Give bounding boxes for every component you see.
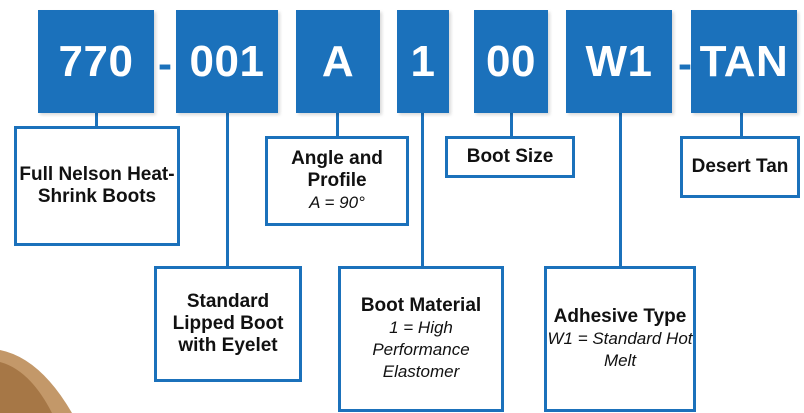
segment-tan: TAN (691, 10, 797, 113)
segment-00: 00 (474, 10, 548, 113)
segment-1: 1 (397, 10, 449, 113)
separator-dash-1: - (158, 40, 172, 87)
color-title: Desert Tan (691, 156, 789, 177)
connector-00 (510, 113, 513, 138)
style-title: Standard Lipped Boot with Eyelet (172, 291, 284, 356)
adhesive-description: Adhesive Type W1 = Standard Hot Melt (544, 266, 696, 412)
connector-tan (740, 113, 743, 138)
adhesive-value: W1 = Standard Hot Melt (547, 329, 693, 370)
separator-dash-2: - (678, 40, 692, 87)
material-description: Boot Material 1 = High Performance Elast… (338, 266, 504, 412)
angle-description: Angle and Profile A = 90° (265, 136, 409, 226)
style-description: Standard Lipped Boot with Eyelet (154, 266, 302, 382)
connector-w1 (619, 113, 622, 268)
color-description: Desert Tan (680, 136, 800, 198)
connector-1 (421, 113, 424, 268)
size-description: Boot Size (445, 136, 575, 178)
decorative-swoosh (0, 350, 72, 413)
series-description: Full Nelson Heat-Shrink Boots (14, 126, 180, 246)
segment-w1: W1 (566, 10, 672, 113)
connector-a (336, 113, 339, 138)
angle-value: A = 90° (309, 193, 365, 212)
series-title: Full Nelson Heat-Shrink Boots (19, 164, 175, 207)
connector-770 (95, 113, 98, 128)
material-value: 1 = High Performance Elastomer (372, 318, 470, 381)
connector-001 (226, 113, 229, 268)
segment-001: 001 (176, 10, 278, 113)
material-title: Boot Material (360, 295, 482, 316)
size-title: Boot Size (466, 146, 554, 167)
angle-title: Angle and Profile (291, 148, 383, 191)
segment-770: 770 (38, 10, 154, 113)
adhesive-title: Adhesive Type (553, 306, 687, 327)
segment-a: A (296, 10, 380, 113)
